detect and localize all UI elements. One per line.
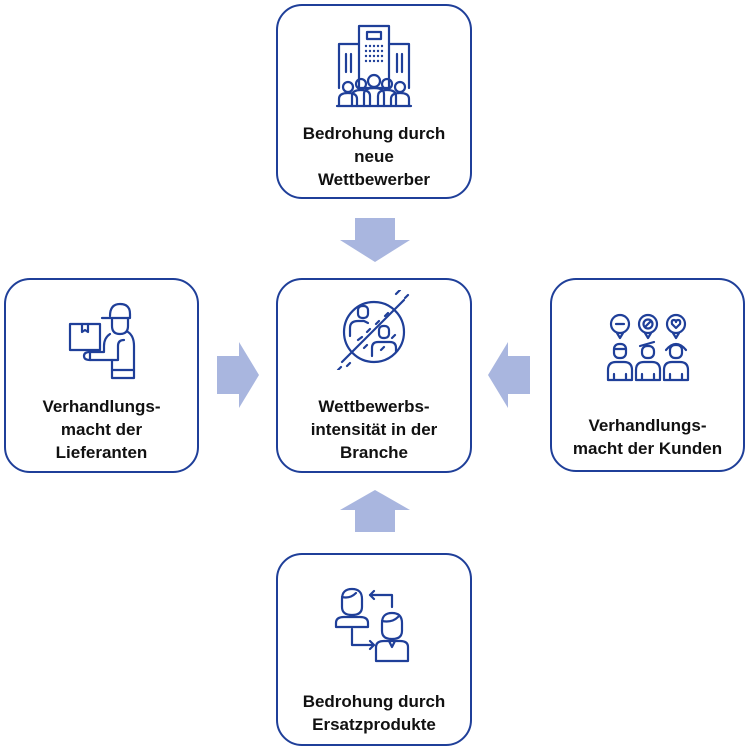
customers-feedback-icon [606, 313, 689, 382]
force-box-industry-rivalry: Wettbewerbs- intensität in der Branche [276, 278, 472, 473]
force-box-new-entrants: Bedrohung durch neue Wettbewerber [276, 4, 472, 199]
force-box-substitutes: Bedrohung durch Ersatzprodukte [276, 553, 472, 746]
arrow-down-icon [340, 218, 410, 262]
force-label-new-entrants: Bedrohung durch neue Wettbewerber [302, 124, 446, 189]
force-label-supplier-power: Verhandlungs- macht der Lieferanten [42, 397, 161, 462]
delivery-person-box-icon [68, 302, 135, 380]
arrow-left-icon [488, 342, 530, 408]
force-label-industry-rivalry: Wettbewerbs- intensität in der Branche [310, 397, 438, 462]
office-building-crowd-icon [335, 24, 413, 108]
no-competition-icon [336, 290, 410, 370]
force-label-substitutes: Bedrohung durch Ersatzprodukte [302, 692, 446, 734]
arrow-right-icon [217, 342, 259, 408]
force-label-buyer-power: Verhandlungs- macht der Kunden [572, 416, 723, 458]
force-box-buyer-power: Verhandlungs- macht der Kunden [550, 278, 745, 472]
arrow-up-icon [340, 490, 410, 532]
person-exchange-icon [334, 587, 410, 663]
force-box-supplier-power: Verhandlungs- macht der Lieferanten [4, 278, 199, 473]
